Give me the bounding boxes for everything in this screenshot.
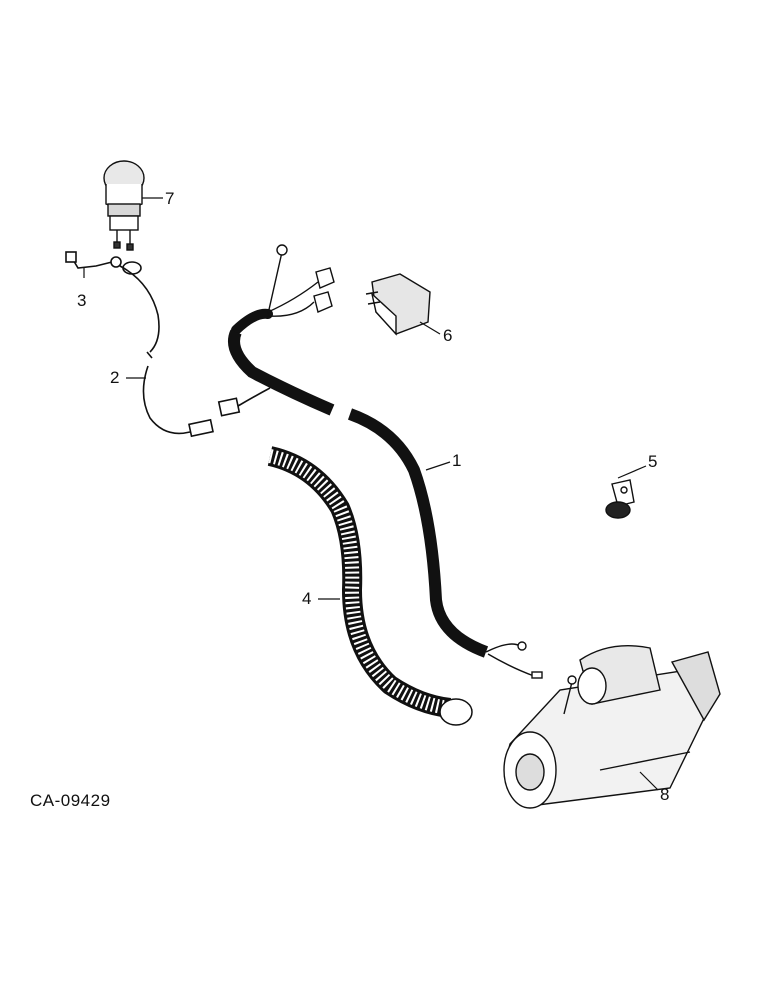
callout-7: 7 (165, 189, 175, 208)
clip-part-5 (605, 479, 635, 519)
wire-lead-part-2 (65, 251, 271, 438)
callout-5: 5 (648, 452, 658, 471)
callout-leaders (83, 197, 659, 791)
callout-1: 1 (452, 451, 462, 470)
callout-6: 6 (443, 326, 453, 345)
indicator-light-part-7 (103, 160, 145, 251)
starter-motor-part-8 (503, 645, 721, 809)
figure-code: CA-09429 (30, 791, 111, 810)
relay-part-6 (365, 273, 431, 336)
callout-8: 8 (660, 785, 670, 804)
cable-conduit-part-4 (267, 446, 473, 726)
callout-3: 3 (77, 291, 87, 310)
wiring-harness-part-1 (228, 244, 543, 679)
callout-2: 2 (110, 368, 120, 387)
callout-4: 4 (302, 589, 312, 608)
